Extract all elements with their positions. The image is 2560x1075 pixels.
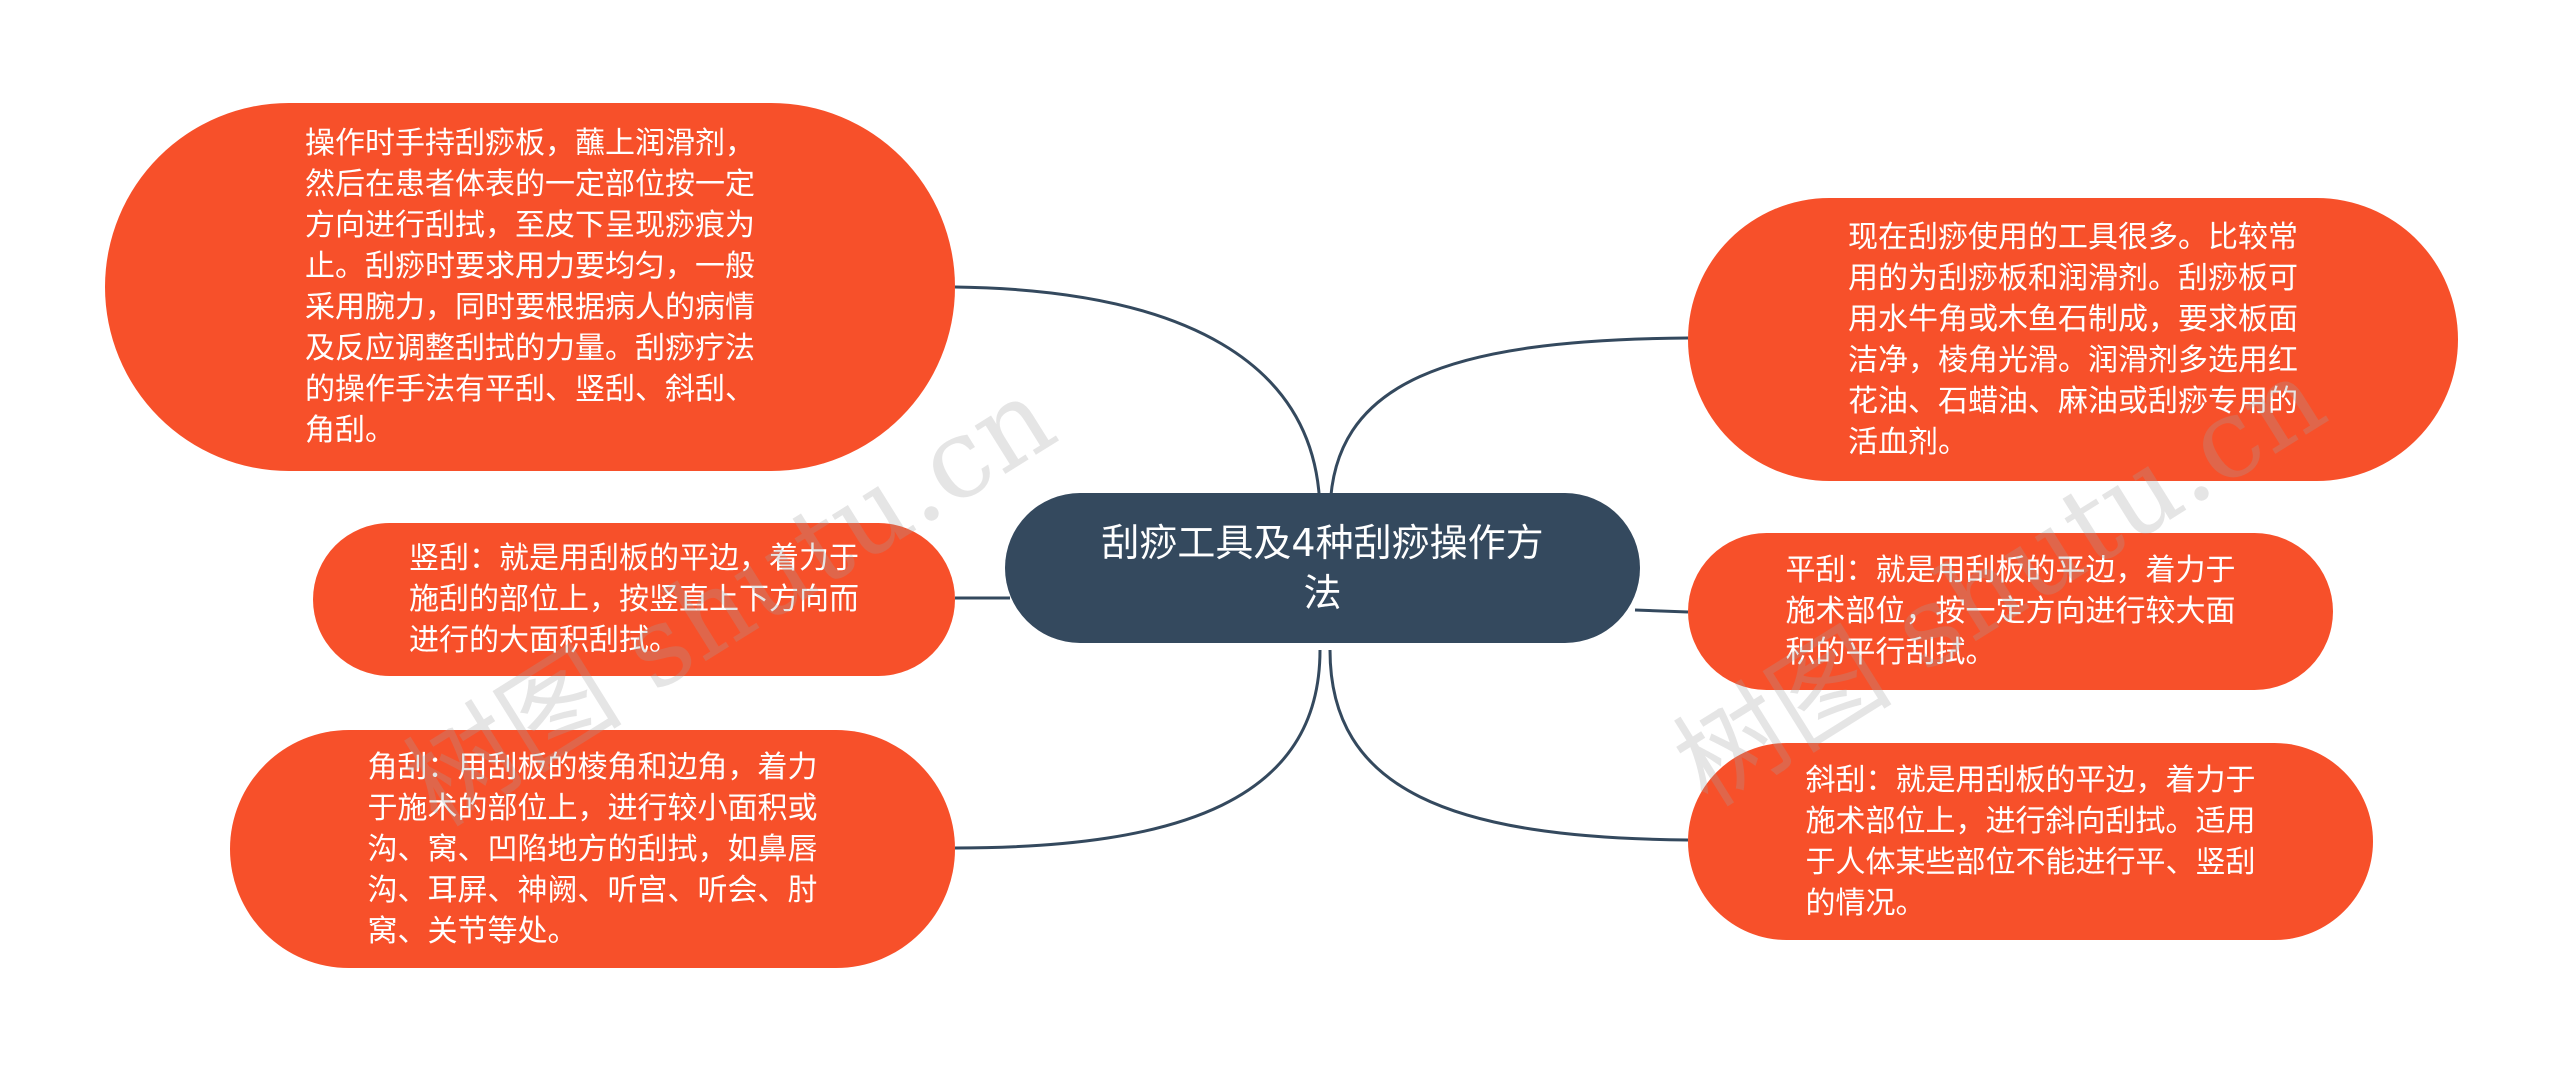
connector-tools: [1328, 336, 1689, 516]
connector-oblique: [1328, 649, 1689, 842]
central-topic[interactable]: 刮痧工具及4种刮痧操作方 法: [1005, 493, 1640, 643]
branch-method-text: 操作时手持刮痧板，蘸上润滑剂， 然后在患者体表的一定部位按一定 方向进行刮拭，至…: [305, 126, 755, 448]
central-topic-text: 刮痧工具及4种刮痧操作方 法: [1101, 521, 1544, 615]
branch-vertical-text: 竖刮：就是用刮板的平边，着力于 施刮的部位上，按竖直上下方向而 进行的大面积刮拭…: [409, 541, 859, 658]
branch-method[interactable]: 操作时手持刮痧板，蘸上润滑剂， 然后在患者体表的一定部位按一定 方向进行刮拭，至…: [105, 103, 955, 471]
branch-flat-text: 平刮：就是用刮板的平边，着力于 施术部位，按一定方向进行较大面 积的平行刮拭。: [1785, 553, 2236, 670]
branch-oblique-text: 斜刮：就是用刮板的平边，着力于 施术部位上，进行斜向刮拭。适用 于人体某些部位不…: [1805, 762, 2256, 921]
branch-tools-text: 现在刮痧使用的工具很多。比较常 用的为刮痧板和润滑剂。刮痧板可 用水牛角或木鱼石…: [1848, 219, 2298, 460]
branch-vertical[interactable]: 竖刮：就是用刮板的平边，着力于 施刮的部位上，按竖直上下方向而 进行的大面积刮拭…: [313, 523, 955, 676]
branch-flat[interactable]: 平刮：就是用刮板的平边，着力于 施术部位，按一定方向进行较大面 积的平行刮拭。: [1688, 533, 2333, 690]
branch-tools[interactable]: 现在刮痧使用的工具很多。比较常 用的为刮痧板和润滑剂。刮痧板可 用水牛角或木鱼石…: [1688, 198, 2458, 481]
branch-oblique[interactable]: 斜刮：就是用刮板的平边，着力于 施术部位上，进行斜向刮拭。适用 于人体某些部位不…: [1688, 743, 2373, 940]
connector-corner: [954, 649, 1322, 850]
branch-corner[interactable]: 角刮：用刮板的棱角和边角，着力 于施术的部位上，进行较小面积或 沟、窝、凹陷地方…: [230, 730, 955, 968]
connector-flat: [1634, 608, 1689, 614]
branch-corner-text: 角刮：用刮板的棱角和边角，着力 于施术的部位上，进行较小面积或 沟、窝、凹陷地方…: [367, 749, 818, 949]
connector-method: [954, 285, 1322, 516]
